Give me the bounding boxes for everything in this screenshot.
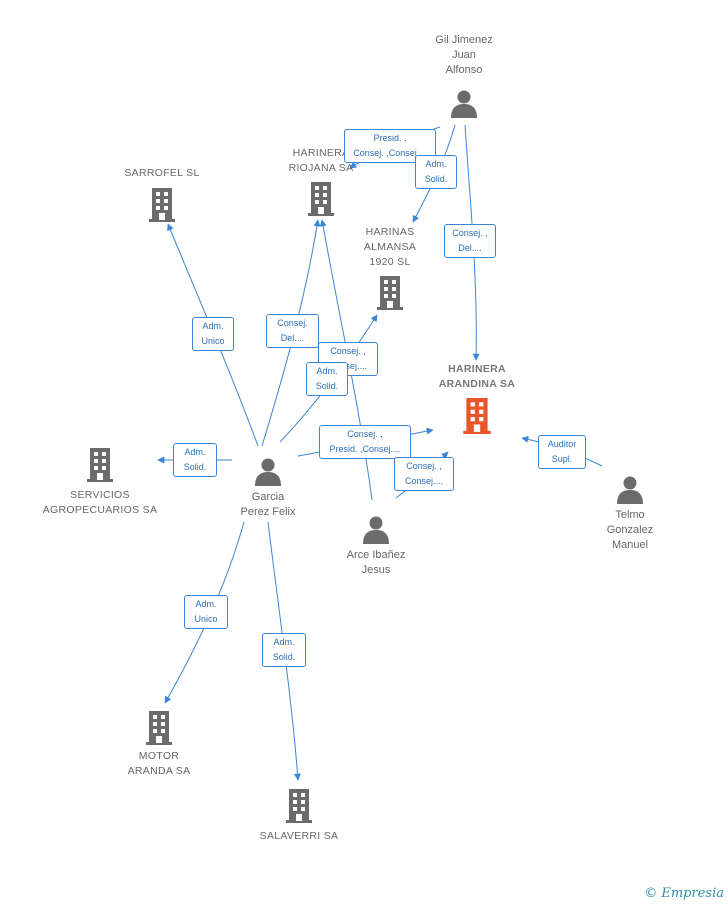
person-icon — [363, 516, 389, 544]
node-label: HARINERA ARANDINA SA — [438, 363, 516, 390]
person-arce-ibanez[interactable]: Arce Ibañez Jesus — [326, 514, 426, 578]
building-icon — [308, 182, 334, 216]
edge-label-garcia-motor[interactable]: Adm. Unico — [184, 595, 228, 629]
person-icon — [617, 476, 643, 504]
building-icon — [146, 711, 172, 745]
brand-watermark: ©Empresia — [644, 886, 724, 901]
edge-label-garcia-riojana[interactable]: Consej. Del.... — [266, 314, 319, 348]
node-label: Gil Jimenez Juan Alfonso — [435, 34, 493, 76]
edge-label-garcia-salaverri[interactable]: Adm. Solid. — [262, 633, 306, 667]
building-icon — [286, 789, 312, 823]
company-harinas-almansa[interactable]: HARINAS ALMANSA 1920 SL — [340, 225, 440, 310]
person-telmo-gonzalez[interactable]: Telmo Gonzalez Manuel — [580, 474, 680, 553]
node-label: HARINERA RIOJANA SA — [288, 147, 354, 174]
node-label: SERVICIOS AGROPECUARIOS SA — [42, 489, 158, 516]
node-label: Arce Ibañez Jesus — [346, 549, 406, 576]
brand-name: Empresia — [661, 886, 724, 901]
node-label: HARINAS ALMANSA 1920 SL — [363, 226, 417, 268]
company-servicios-agropecuarios[interactable]: SERVICIOS AGROPECUARIOS SA — [30, 448, 170, 518]
company-harinera-riojana[interactable]: HARINERA RIOJANA SA — [271, 146, 371, 216]
person-icon — [255, 458, 281, 486]
building-icon — [377, 276, 403, 310]
edge-label-garcia-servicios[interactable]: Adm. Solid. — [173, 443, 217, 477]
person-garcia-perez[interactable]: Garcia Perez Felix — [218, 456, 318, 520]
person-icon — [451, 90, 477, 118]
building-icon — [87, 448, 113, 482]
node-label: SARROFEL SL — [124, 167, 200, 179]
edge-label-garcia-almansa[interactable]: Adm. Solid. — [306, 362, 348, 396]
copyright-icon: © — [644, 886, 658, 901]
edge-label-arce-arandina[interactable]: Consej. , Consej.... — [394, 457, 454, 491]
node-label: MOTOR ARANDA SA — [127, 750, 191, 777]
building-icon — [149, 188, 175, 222]
company-harinera-arandina[interactable]: HARINERA ARANDINA SA — [417, 362, 537, 434]
company-motor-aranda[interactable]: MOTOR ARANDA SA — [109, 711, 209, 779]
edge-label-telmo-arandina[interactable]: Auditor Supl. — [538, 435, 586, 469]
edge-label-garcia-sarrofel[interactable]: Adm. Unico — [192, 317, 234, 351]
company-salaverri[interactable]: SALAVERRI SA — [249, 789, 349, 844]
company-sarrofel[interactable]: SARROFEL SL — [112, 166, 212, 222]
building-icon — [463, 398, 491, 434]
edge-label-gil-arandina[interactable]: Consej. , Del.... — [444, 224, 496, 258]
person-gil-jimenez[interactable]: Gil Jimenez Juan Alfonso — [414, 33, 514, 118]
node-label: Telmo Gonzalez Manuel — [606, 509, 654, 551]
edge-label-garcia-arandina[interactable]: Consej. , Presid. ,Consej.... — [319, 425, 411, 459]
edge-label-gil-almansa[interactable]: Adm. Solid. — [415, 155, 457, 189]
node-label: SALAVERRI SA — [259, 830, 339, 842]
node-label: Garcia Perez Felix — [240, 491, 296, 518]
